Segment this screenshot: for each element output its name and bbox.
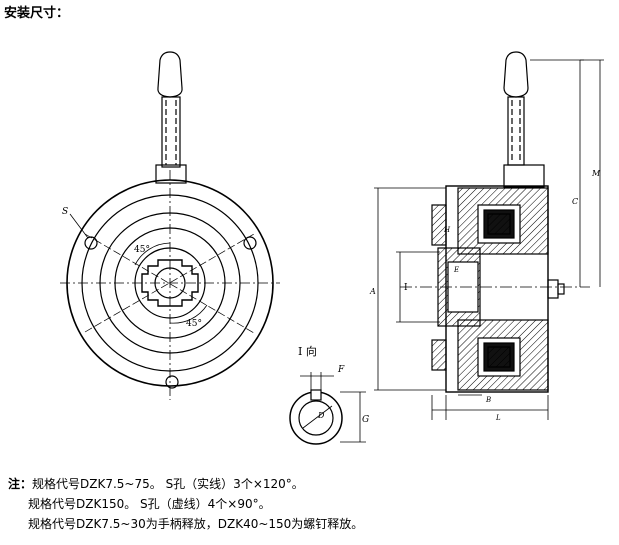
view-label: I 向 [298, 344, 317, 358]
note-line-3: 规格代号DZK7.5~30为手柄释放，DZK40~150为螺钉释放。 [28, 517, 364, 531]
label-s: S [62, 207, 68, 217]
handle-knob [157, 51, 183, 98]
handle-rod [161, 96, 181, 168]
label-m: M [591, 169, 601, 178]
label-a: A [369, 287, 376, 296]
label-c: C [572, 197, 578, 206]
label-f: F [337, 365, 345, 375]
notes-block: 注：规格代号DZK7.5~75。 S孔（实线）3个×120°。 规格代号DZK1… [8, 474, 363, 534]
hole-right [243, 236, 257, 250]
i-view-detail [289, 372, 366, 445]
label-angle1: 45° [134, 245, 150, 255]
side-section-view [374, 51, 604, 420]
notes-lead: 注： [8, 477, 33, 491]
hole-bottom [165, 375, 179, 389]
label-b: B [485, 396, 491, 404]
installation-drawing: S 45° 45° I 向 F D G [60, 51, 604, 445]
label-g: G [362, 415, 369, 425]
label-e: E [453, 266, 459, 274]
label-l: L [495, 414, 501, 422]
spline-hub [141, 259, 199, 307]
label-angle2: 45° [186, 319, 202, 329]
note-line-2: 规格代号DZK150。 S孔（虚线）4个×90°。 [28, 497, 271, 511]
note-line-1: 规格代号DZK7.5~75。 S孔（实线）3个×120°。 [32, 477, 304, 491]
label-i: I [404, 283, 408, 293]
label-d: D [317, 411, 325, 420]
label-h: H [443, 226, 451, 234]
hole-left [84, 236, 98, 250]
front-view [60, 51, 280, 400]
page-title: 安装尺寸： [4, 6, 70, 21]
